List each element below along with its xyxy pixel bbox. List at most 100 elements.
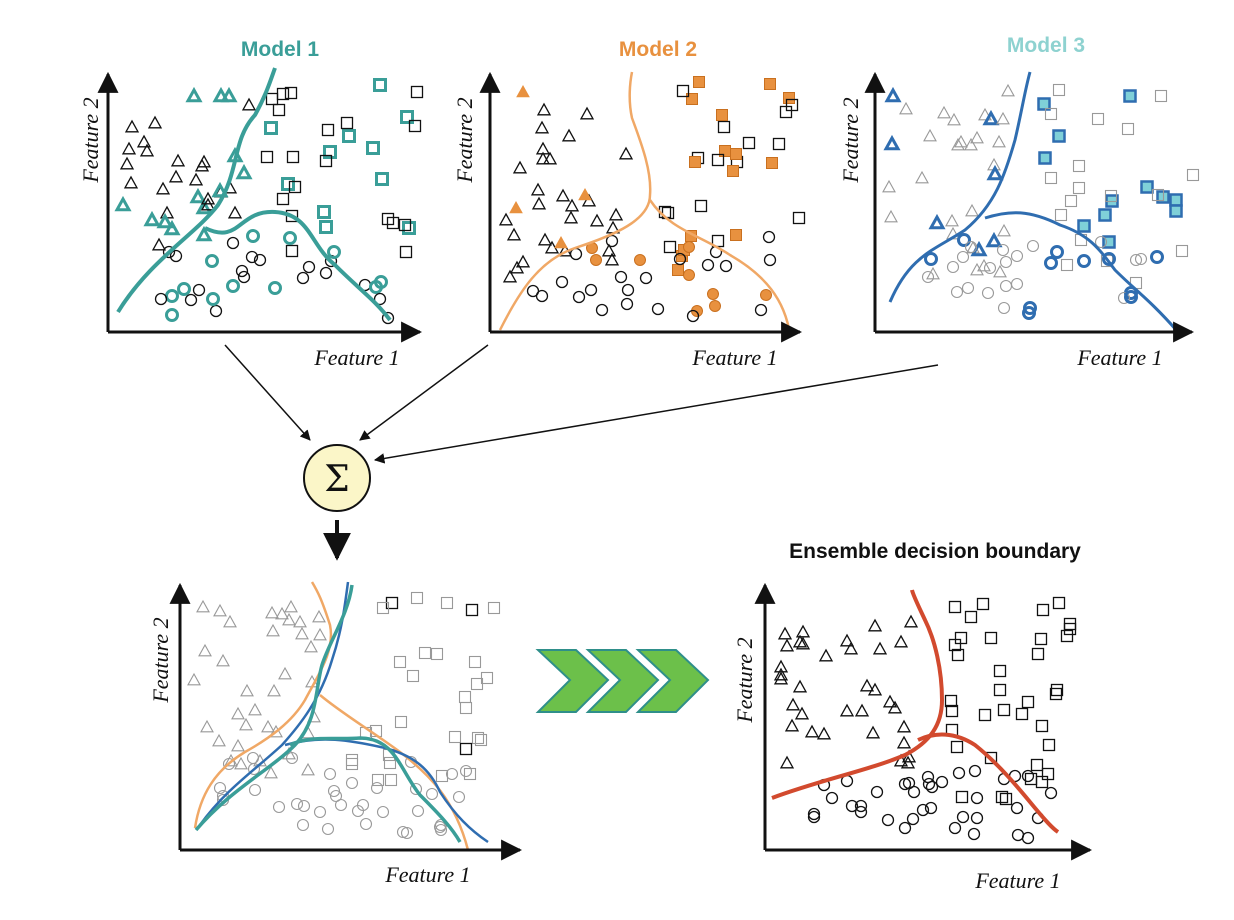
triangle-point bbox=[163, 219, 181, 236]
triangle-point bbox=[843, 641, 859, 655]
square-point bbox=[340, 116, 354, 130]
circle-point bbox=[968, 764, 982, 778]
triangle-point bbox=[779, 638, 795, 652]
triangle-point bbox=[156, 212, 174, 229]
square-point bbox=[1098, 208, 1112, 222]
triangle-point bbox=[301, 762, 315, 776]
ensemble-title: Ensemble decision boundary bbox=[789, 540, 1081, 563]
square-point bbox=[458, 690, 472, 704]
square-point bbox=[663, 240, 677, 254]
triangle-point bbox=[794, 706, 810, 720]
square-point bbox=[742, 136, 756, 150]
model2-title: Model 2 bbox=[619, 38, 697, 61]
triangle-point bbox=[530, 182, 546, 196]
circle-point bbox=[970, 811, 984, 825]
square-point bbox=[371, 773, 385, 787]
triangle-point bbox=[147, 115, 163, 129]
square-point bbox=[948, 600, 962, 614]
triangle-point bbox=[213, 603, 227, 617]
triangle-point bbox=[965, 203, 979, 217]
circle-point bbox=[999, 255, 1013, 269]
square-point bbox=[1049, 687, 1063, 701]
square-point bbox=[1050, 683, 1064, 697]
triangle-point bbox=[1001, 83, 1015, 97]
triangle-point bbox=[188, 172, 204, 186]
triangle-point bbox=[235, 163, 253, 180]
triangle-point bbox=[899, 101, 913, 115]
model3-title: Model 3 bbox=[1007, 34, 1085, 57]
triangle-point bbox=[295, 626, 309, 640]
circle-point bbox=[924, 801, 938, 815]
triangle-point bbox=[124, 119, 140, 133]
circle-point bbox=[1050, 245, 1064, 259]
square-point bbox=[950, 740, 964, 754]
triangle-point bbox=[773, 671, 789, 685]
square-point bbox=[474, 733, 488, 747]
triangle-point bbox=[119, 156, 135, 170]
triangle-point bbox=[792, 634, 808, 648]
model3-xlabel: Feature 1 bbox=[1076, 345, 1162, 370]
triangle-point bbox=[977, 258, 991, 272]
circle-point bbox=[370, 781, 384, 795]
triangle-point bbox=[970, 130, 984, 144]
triangle-point bbox=[536, 102, 552, 116]
circle-point bbox=[235, 264, 249, 278]
triangle-point bbox=[581, 193, 597, 207]
square-point bbox=[1121, 122, 1135, 136]
triangle-point bbox=[304, 639, 318, 653]
triangle-point bbox=[248, 702, 262, 716]
chevron-arrows-icon bbox=[535, 649, 710, 713]
circle-point bbox=[345, 776, 359, 790]
circle-point bbox=[327, 784, 341, 798]
circle-point bbox=[760, 289, 772, 301]
square-point bbox=[410, 85, 424, 99]
circle-point bbox=[177, 282, 191, 296]
circle-point bbox=[1129, 253, 1143, 267]
circle-point bbox=[425, 787, 439, 801]
arrow-model3-to-sum bbox=[373, 364, 939, 464]
triangle-point bbox=[589, 213, 605, 227]
triangle-point bbox=[816, 726, 832, 740]
arrow-model1-to-sum bbox=[224, 344, 311, 441]
circle-point bbox=[1021, 831, 1035, 845]
triangle-point bbox=[561, 128, 577, 142]
square-point bbox=[272, 103, 286, 117]
circle-point bbox=[323, 767, 337, 781]
triangle-point bbox=[992, 134, 1006, 148]
triangle-point bbox=[534, 120, 550, 134]
square-point bbox=[1052, 83, 1066, 97]
triangle-point bbox=[223, 614, 237, 628]
circle-point bbox=[807, 807, 821, 821]
chevron-2 bbox=[585, 649, 660, 713]
circle-point bbox=[572, 290, 586, 304]
circle-point bbox=[999, 279, 1013, 293]
triangle-point bbox=[795, 624, 811, 638]
circle-point bbox=[707, 288, 719, 300]
triangle-point bbox=[151, 237, 167, 251]
circle-point bbox=[921, 270, 935, 284]
circle-point bbox=[321, 822, 335, 836]
triangle-point bbox=[170, 153, 186, 167]
model1-xlabel: Feature 1 bbox=[313, 345, 399, 370]
square-point bbox=[1060, 258, 1074, 272]
triangle-point bbox=[121, 141, 137, 155]
chevron-3 bbox=[635, 649, 710, 713]
triangle-point bbox=[859, 678, 875, 692]
model3-boundary-upper bbox=[888, 71, 1032, 303]
triangle-point bbox=[136, 134, 152, 148]
square-point bbox=[955, 790, 969, 804]
square-point bbox=[676, 84, 690, 98]
circle-point bbox=[290, 797, 304, 811]
model3-points bbox=[882, 83, 1200, 320]
circle-point bbox=[222, 757, 236, 771]
model3-ylabel: Feature 2 bbox=[838, 97, 863, 183]
circle-point bbox=[313, 805, 327, 819]
triangle-point bbox=[200, 191, 216, 205]
triangle-point bbox=[923, 128, 937, 142]
circle-point bbox=[621, 283, 635, 297]
circle-point bbox=[967, 827, 981, 841]
model3-boundary-lower bbox=[984, 211, 1180, 333]
triangle-point bbox=[854, 703, 870, 717]
model2-points bbox=[498, 76, 806, 323]
circle-point bbox=[1044, 256, 1058, 270]
